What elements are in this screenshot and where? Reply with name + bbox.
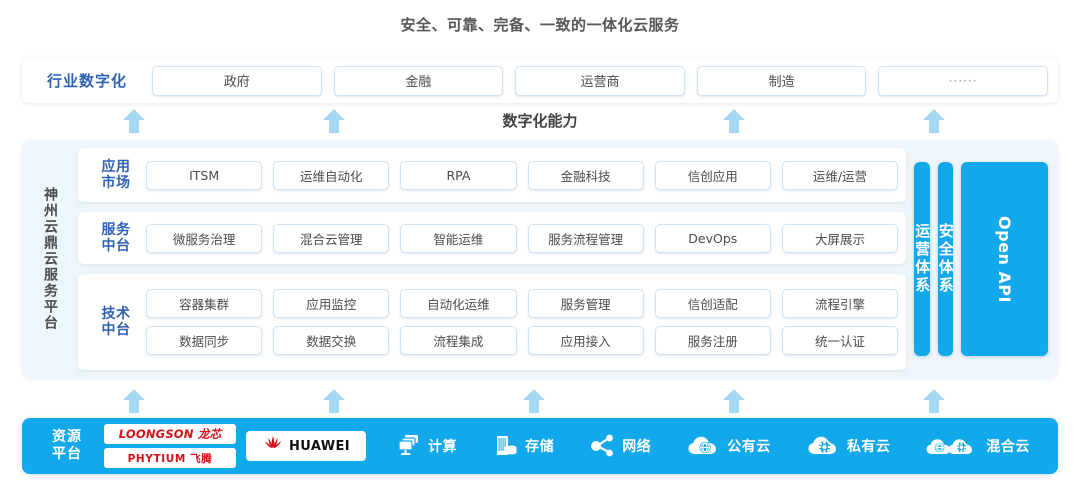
phytium-logo[interactable]: PHYTIUM 飞腾 [104,448,236,468]
resource-item-label: 公有云 [727,439,771,455]
page-title: 安全、可靠、完备、一致的一体化云服务 [400,16,680,34]
chip-list: 数据同步 数据交换 流程集成 应用接入 服务注册 统一认证 [146,326,899,355]
industry-box-finance[interactable]: 金融 [333,65,504,96]
industry-box-more[interactable]: ······ [878,65,1048,96]
industry-box-operator[interactable]: 运营商 [515,65,685,96]
chip-process-engine[interactable]: 流程引擎 [781,289,899,318]
chip-container-cluster[interactable]: 容器集群 [146,289,263,318]
resource-item-list: 计算 [366,433,1048,459]
chip-service-process-mgmt[interactable]: 服务流程管理 [527,223,644,253]
resource-item-storage[interactable]: 存储 [493,433,554,459]
chip-process-integration[interactable]: 流程集成 [400,326,517,355]
chip-intelligent-ops[interactable]: 智能运维 [400,223,517,253]
huawei-flower-icon [262,435,284,457]
capability-label: 数字化能力 [502,112,578,130]
chip-automated-ops[interactable]: 自动化运维 [400,289,517,318]
pillar-label: Open API [995,215,1015,303]
pillar-label: 安全体系 [936,223,955,295]
up-arrow-icon [921,108,947,134]
up-arrow-icon [121,388,147,414]
up-arrow-icon [721,388,747,414]
chip-list: 容器集群 应用监控 自动化运维 服务管理 信创适配 流程引擎 [146,289,899,318]
private-cloud-icon [807,433,841,459]
industry-box-manufacturing[interactable]: 制造 [696,65,867,96]
chip-large-screen-display[interactable]: 大屏展示 [781,223,899,253]
compute-icon [396,433,422,459]
hybrid-cloud-icon [926,433,980,459]
resource-item-hybrid-cloud[interactable]: 混合云 [926,433,1030,459]
platform-row-service-midend: 服务 中台 微服务治理 混合云管理 智能运维 服务流程管理 DevOps 大屏展… [78,212,906,264]
chip-itsm[interactable]: ITSM [146,160,263,190]
chip-devops[interactable]: DevOps [654,223,771,253]
chip-list: ITSM 运维自动化 RPA 金融科技 信创应用 运维/运营 [146,160,899,190]
platform-row-app-market: 应用 市场 ITSM 运维自动化 RPA 金融科技 信创应用 运维/运营 [78,148,906,202]
chip-xinchuang-adaptation[interactable]: 信创适配 [654,289,771,318]
chip-app-access[interactable]: 应用接入 [527,326,644,355]
huawei-wordmark: HUAWEI [289,438,350,454]
industry-digitalization-row: 行业数字化 政府 金融 运营商 制造 ······ [22,58,1058,103]
chip-service-registry[interactable]: 服务注册 [654,326,771,355]
resource-item-network[interactable]: 网络 [590,433,651,459]
row-label-service-midend: 服务 中台 [101,221,131,254]
chip-service-mgmt[interactable]: 服务管理 [527,289,644,318]
vendor-logo-stack: LOONGSON 龙芯 PHYTIUM 飞腾 [104,424,236,468]
chip-ops-operations[interactable]: 运维/运营 [781,160,899,190]
resource-item-label: 私有云 [846,439,891,455]
network-icon [590,433,616,459]
public-cloud-icon [687,433,721,459]
resource-item-private-cloud[interactable]: 私有云 [807,433,891,459]
up-arrow-icon [321,108,347,134]
platform-rows: 应用 市场 ITSM 运维自动化 RPA 金融科技 信创应用 运维/运营 [78,148,906,370]
chip-grid: 容器集群 应用监控 自动化运维 服务管理 信创适配 流程引擎 数据同步 数据交换… [146,289,899,355]
resource-platform-label: 资源 平台 [52,429,82,462]
chip-unified-auth[interactable]: 统一认证 [781,326,899,355]
platform-row-tech-midend: 技术 中台 容器集群 应用监控 自动化运维 服务管理 信创适配 流程引擎 [78,274,906,370]
up-arrow-icon [921,388,947,414]
industry-box-government[interactable]: 政府 [152,65,322,96]
up-arrow-icon [121,108,147,134]
pillar-open-api[interactable]: Open API [961,162,1048,356]
resource-platform-bar: 资源 平台 LOONGSON 龙芯 PHYTIUM 飞腾 HUAWEI [22,418,1058,474]
pillar-label: 运营体系 [913,223,932,295]
chip-microservice-governance[interactable]: 微服务治理 [146,223,263,253]
up-arrow-icon [521,388,547,414]
chip-hybrid-cloud-mgmt[interactable]: 混合云管理 [273,223,390,253]
resource-item-public-cloud[interactable]: 公有云 [687,433,771,459]
chip-rpa[interactable]: RPA [400,160,517,190]
platform-side-label-text: 神州云鼎云服务平台 [42,187,58,331]
cloud-service-platform: 神州云鼎云服务平台 应用 市场 ITSM 运维自动化 RPA 金融科技 信创应用 [22,140,1058,378]
chip-data-sync[interactable]: 数据同步 [146,326,263,355]
chip-app-monitoring[interactable]: 应用监控 [273,289,390,318]
resource-item-label: 混合云 [986,439,1030,455]
industry-box-list: 政府 金融 运营商 制造 ······ [152,65,1058,96]
industry-row-label: 行业数字化 [46,72,127,90]
loongson-logo[interactable]: LOONGSON 龙芯 [104,424,236,444]
chip-ops-automation[interactable]: 运维自动化 [273,160,390,190]
up-arrow-icon [721,108,747,134]
resource-item-label: 存储 [525,439,555,455]
up-arrow-icon [321,388,347,414]
resource-item-label: 网络 [622,439,652,455]
platform-body: 应用 市场 ITSM 运维自动化 RPA 金融科技 信创应用 运维/运营 [78,140,1058,378]
chip-fintech[interactable]: 金融科技 [527,160,644,190]
resource-item-label: 计算 [428,439,458,455]
huawei-logo[interactable]: HUAWEI [246,431,366,461]
platform-pillars: 运营体系 安全体系 Open API [913,148,1048,370]
pillar-operations-system[interactable]: 运营体系 [913,162,932,356]
row-label-app-market: 应用 市场 [101,158,131,191]
storage-icon [493,433,519,459]
chip-xinchuang-app[interactable]: 信创应用 [654,160,771,190]
chip-data-exchange[interactable]: 数据交换 [273,326,390,355]
chip-list: 微服务治理 混合云管理 智能运维 服务流程管理 DevOps 大屏展示 [146,223,899,253]
resource-item-compute[interactable]: 计算 [396,433,457,459]
row-label-tech-midend: 技术 中台 [101,305,131,338]
platform-side-label: 神州云鼎云服务平台 [22,140,78,378]
pillar-security-system[interactable]: 安全体系 [936,162,955,356]
